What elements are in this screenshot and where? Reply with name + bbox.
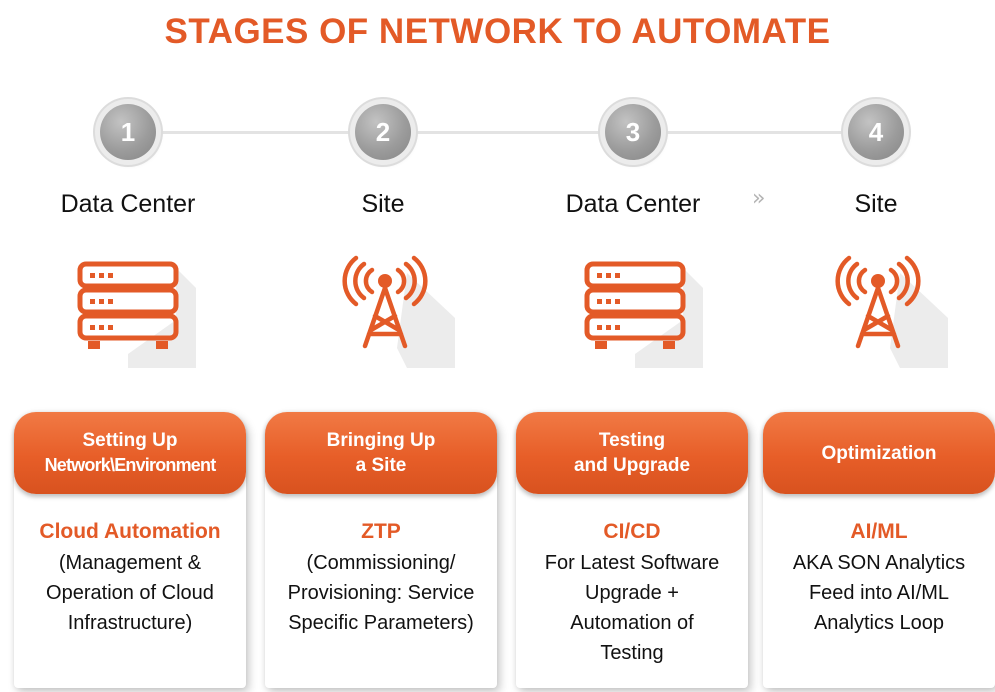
stage-3-card: Testing and Upgrade CI/CD For Latest Sof… — [516, 412, 748, 688]
desc-line: Automation of — [570, 612, 694, 634]
stage-2-description: (Commissioning/ Provisioning: Service Sp… — [265, 548, 497, 638]
stage-1-card: Setting Up Network\Environment Cloud Aut… — [14, 412, 246, 688]
desc-line: Feed into AI/ML — [808, 582, 950, 604]
stage-2-location: Site — [361, 190, 405, 218]
pill-line: Network\Environment — [44, 455, 217, 475]
server-rack-icon — [77, 261, 196, 368]
desc-line: Testing — [600, 642, 664, 664]
stage-connector-line — [128, 131, 878, 134]
stage-4-number-badge: 4 — [848, 104, 904, 160]
stage-4-description: AKA SON Analytics Feed into AI/ML Analyt… — [763, 548, 995, 638]
cell-tower-icon — [342, 255, 455, 368]
desc-line: Infrastructure) — [67, 612, 193, 634]
pill-line: a Site — [355, 455, 407, 476]
stage-3-heading: CI/CD — [603, 520, 661, 543]
stage-2-pill: Bringing Up a Site — [265, 412, 497, 494]
desc-line: Operation of Cloud — [46, 582, 214, 604]
desc-line: Provisioning: Service — [287, 582, 475, 604]
stage-1-description: (Management & Operation of Cloud Infrast… — [14, 548, 246, 638]
stage-1-pill: Setting Up Network\Environment — [14, 412, 246, 494]
pill-line: Optimization — [821, 442, 937, 464]
double-chevron-icon: » — [752, 186, 766, 211]
stage-2-card: Bringing Up a Site ZTP (Commissioning/ P… — [265, 412, 497, 688]
desc-line: (Commissioning/ — [306, 552, 456, 574]
cell-tower-icon — [835, 255, 948, 368]
stage-3-pill: Testing and Upgrade — [516, 412, 748, 494]
desc-line: Analytics Loop — [813, 612, 945, 634]
stage-4-card: Optimization AI/ML AKA SON Analytics Fee… — [763, 412, 995, 688]
pill-line: and Upgrade — [573, 455, 691, 476]
pill-line: Bringing Up — [326, 430, 436, 451]
stage-1-location: Data Center — [60, 190, 196, 218]
stage-3-number-badge: 3 — [605, 104, 661, 160]
pill-line: Setting Up — [82, 430, 178, 451]
desc-line: (Management & — [58, 552, 202, 574]
desc-line: Specific Parameters) — [288, 612, 474, 634]
stage-4-location: Site — [854, 190, 898, 218]
stage-1-number-badge: 1 — [100, 104, 156, 160]
server-rack-icon — [584, 261, 703, 368]
stage-2-number-badge: 2 — [355, 104, 411, 160]
stage-4-pill: Optimization — [763, 412, 995, 494]
desc-line: For Latest Software — [544, 552, 720, 574]
stage-2-heading: ZTP — [361, 520, 401, 543]
stage-3-location: Data Center — [565, 190, 701, 218]
desc-line: AKA SON Analytics — [792, 552, 966, 574]
desc-line: Upgrade + — [585, 582, 679, 604]
stage-1-heading: Cloud Automation — [39, 520, 221, 543]
stage-4-heading: AI/ML — [850, 520, 908, 543]
pill-line: Testing — [598, 430, 666, 451]
page-title: STAGES OF NETWORK TO AUTOMATE — [164, 12, 831, 51]
stage-3-description: For Latest Software Upgrade + Automation… — [516, 548, 748, 668]
